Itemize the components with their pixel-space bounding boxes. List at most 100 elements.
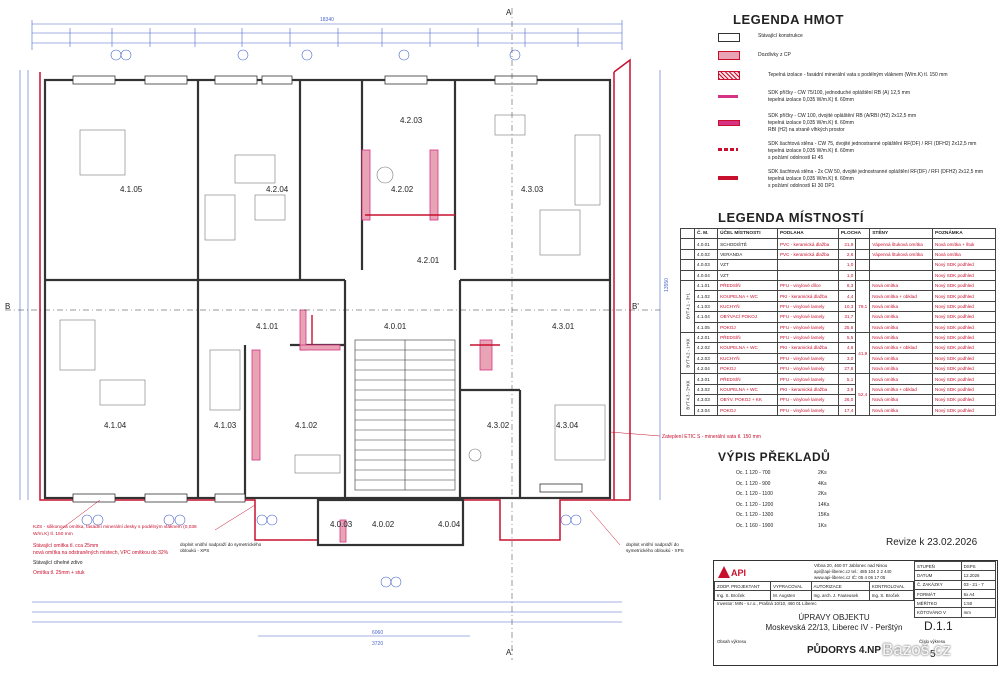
room-subtotal: 41,9: [855, 331, 871, 375]
room-label: 4.0.02: [372, 520, 395, 529]
role-name: Ing. S. Broček: [868, 590, 915, 601]
room-area: 31,7: [837, 311, 857, 323]
legend-swatch: [718, 120, 740, 126]
legend-item-label: SDK příčky - CW 75/100, jednoduché opláš…: [768, 90, 911, 96]
room-id: 4.1.05: [693, 321, 719, 333]
room-label: 4.3.03: [521, 185, 544, 194]
role-name: Ing. S. Broček: [713, 590, 772, 601]
drawing-number: D.1.1: [924, 619, 953, 633]
room-note: Nový SDK podhled: [932, 300, 996, 313]
room-floor: PFU - vinylové lamely: [776, 321, 839, 333]
room-note: Nový SDK podhled: [932, 290, 996, 302]
room-label: 4.3.01: [552, 322, 575, 331]
table-cell: [855, 259, 871, 271]
company-line: Vrbna 20, 460 07 Jablonec nad Nisou: [814, 563, 888, 568]
top-dimension-ticks: [31, 20, 623, 50]
dopinit-note-1: doplnit vnitřní nadpraží do symetrického…: [180, 542, 262, 553]
table-cell: [680, 269, 695, 281]
room-note: Nový SDK podhled: [932, 383, 996, 396]
column-header: PODLAHA: [776, 227, 839, 240]
room-purpose: VZT: [717, 269, 778, 281]
company-line: www.api-liberec.cz IČ: 05 4 06 17 05: [814, 575, 886, 580]
room-purpose: PŘEDSÍŇ: [717, 279, 778, 292]
facade-insulation: [39, 58, 631, 541]
lintel-type: Oc. 1 120 - 1100: [736, 491, 773, 497]
legend-item-sublabel: tepelná izolace 0,035 W/m.K) tl. 60mm: [768, 120, 854, 126]
room-walls: Nová omítka: [869, 300, 934, 313]
room-walls: Nová omítka + obklad: [869, 342, 934, 354]
meta-value: DSPS: [960, 560, 997, 572]
legend-item: SDK příčky - CW 75/100, jednoduché opláš…: [718, 86, 998, 110]
room-floor: PFU - vinylové lamely: [776, 394, 839, 406]
room-floor: PFU - vinylové lamely: [776, 300, 839, 313]
dimension-left-height: 13550: [663, 278, 670, 292]
column-header: PLOCHA: [837, 227, 871, 240]
lintel-type: Oc. 1 160 - 1900: [736, 522, 774, 529]
room-note: Nová omítka: [932, 248, 996, 261]
room-purpose: OBÝV. POKOJ + KK: [717, 394, 778, 406]
left-dimension-lines: [19, 70, 661, 500]
sheet-number-label: Číslo výkresu: [919, 639, 946, 644]
lintel-type: Oc. 1 120 - 1300: [736, 512, 774, 518]
room-floor: PVC - keramická dlažba: [776, 238, 839, 250]
column-header: Č. M.: [693, 227, 719, 240]
stavajici-zdivo-note: Stávající cihelné zdivo: [33, 560, 83, 566]
section-mark-b-right: B': [632, 302, 639, 311]
room-note: Nový SDK podhled: [932, 269, 996, 281]
room-floor: PKI - keramická dlažba: [776, 383, 839, 396]
section-mark-a-bottom: A': [506, 648, 513, 657]
apartment-group: BYT 4.1 - 3+1: [680, 280, 695, 333]
column-header: POZNÁMKA: [932, 227, 996, 240]
room-id: 4.3.01: [693, 373, 719, 385]
section-mark-b-left: B: [5, 302, 11, 311]
legend-item-sublabel: RBI (H2) na straně vlhkých prostor: [768, 127, 845, 133]
room-label: 4.2.02: [391, 185, 414, 194]
windows-top: [72, 75, 583, 503]
room-area: 10,3: [837, 300, 857, 313]
meta-value: mm: [960, 607, 997, 618]
legend-rooms-header: Č. M. ÚČEL MÍSTNOSTI PODLAHA PLOCHA STĚN…: [680, 227, 996, 240]
omitka-note: Stávající omítka tl. cca 25mm: [33, 543, 99, 549]
table-cell: [855, 238, 871, 250]
legend-rooms-table: Č. M. ÚČEL MÍSTNOSTI PODLAHA PLOCHA STĚN…: [680, 227, 996, 417]
legend-item: SDK šachtová stěna - CW 75, dvojité jedn…: [718, 140, 998, 168]
room-label: 4.1.02: [295, 421, 318, 430]
room-purpose: KUCHYŇ: [717, 352, 778, 365]
legend-swatch: [718, 33, 740, 42]
lintel-type: Oc. 1 120 - 700: [736, 470, 771, 476]
room-area: 26,0: [837, 394, 857, 406]
watermark: Bazoš.cz: [882, 640, 951, 659]
room-walls: Nová omítka: [869, 404, 934, 417]
room-walls: Nová omítka: [869, 321, 934, 333]
room-area: 17,4: [837, 404, 857, 417]
sheet-number: 5: [930, 649, 936, 660]
legend-rooms-table-wrap: Č. M. ÚČEL MÍSTNOSTI PODLAHA PLOCHA STĚN…: [680, 227, 996, 417]
legend-item: Dozdívky z CP: [718, 45, 998, 66]
room-id: 4.2.03: [693, 352, 719, 365]
legend-item-sublabel: tepelná izolace 0,035 W/m.K) tl. 60mm: [768, 148, 854, 154]
room-walls: Nová omítka: [869, 311, 934, 323]
room-label: 4.3.04: [556, 421, 579, 430]
table-cell: [855, 269, 871, 281]
legend-item-sublabel: s požární odolností EI 30 DP1: [768, 183, 835, 189]
room-walls: Nová omítka + obklad: [869, 290, 934, 302]
dimension-bottom-total: 6060: [372, 630, 384, 636]
legend-rooms-title: LEGENDA MÍSTNOSTÍ: [718, 210, 864, 225]
room-area: 8,3: [837, 279, 857, 292]
